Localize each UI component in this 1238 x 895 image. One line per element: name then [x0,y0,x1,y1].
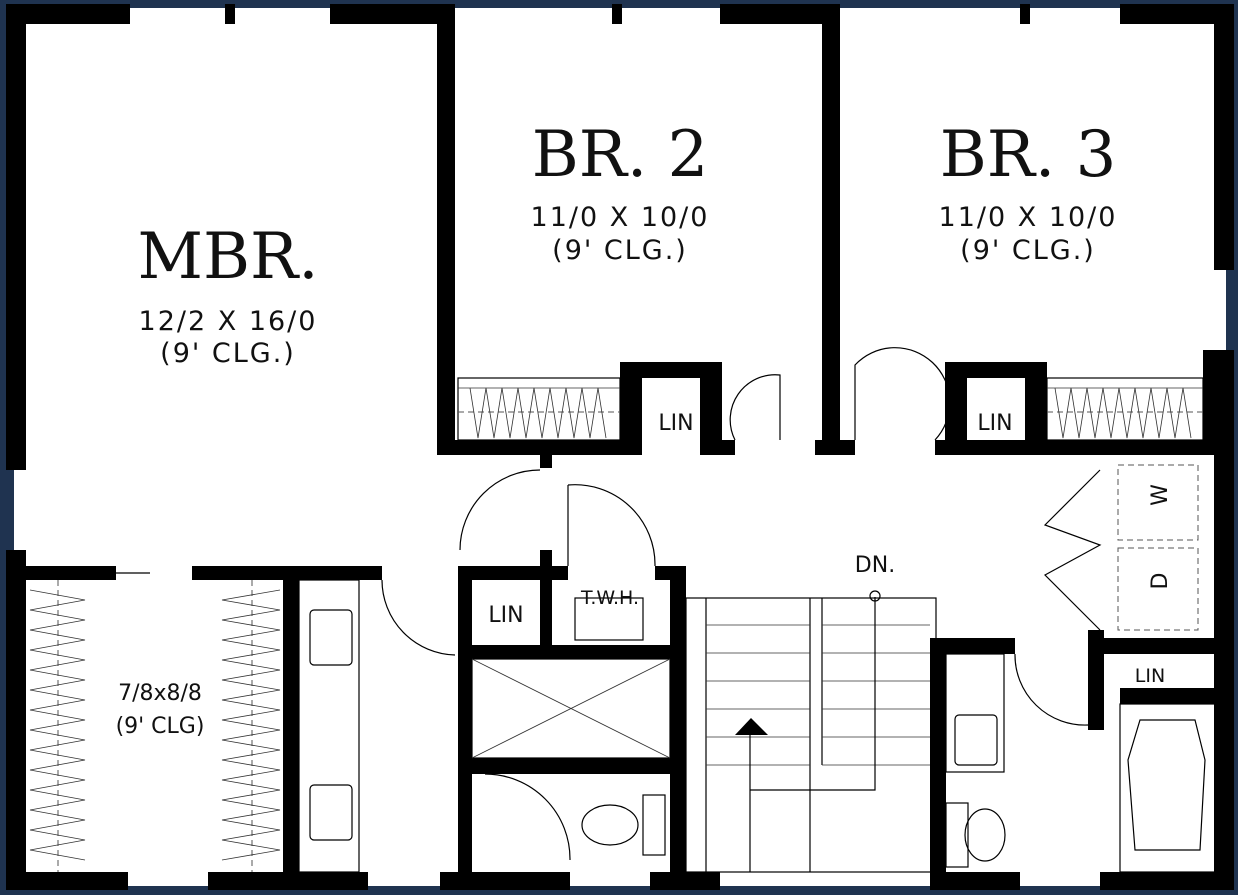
room-mbr: MBR. 12/2 X 16/0 (9' CLG.) [137,220,318,369]
room-closet: 7/8x8/8 (9' CLG) [116,681,205,739]
room-ceiling: (9' CLG.) [960,235,1096,266]
shower [471,658,671,759]
room-size: 11/0 X 10/0 [531,202,710,233]
dryer [1117,547,1199,631]
sink-icon [309,609,353,666]
toilet-icon [581,804,639,846]
stairs [685,590,937,873]
closet-br2 [457,377,621,441]
bathtub [1119,703,1216,873]
toilet-icon [964,808,1006,862]
room-name: BR. 3 [940,118,1117,192]
room-br3: BR. 3 11/0 X 10/0 (9' CLG.) [939,118,1118,266]
label-stairs-down: DN. [855,553,895,578]
label-twh: T.W.H. [580,587,639,609]
room-ceiling: (9' CLG) [116,714,205,739]
room-br2: BR. 2 11/0 X 10/0 (9' CLG.) [531,118,710,266]
room-size: 12/2 X 16/0 [139,306,318,337]
room-name: MBR. [137,220,318,294]
sink-icon [309,784,353,841]
label-lin-bath: LIN [1135,665,1165,687]
walls [6,4,1234,890]
label-washer: W [1148,484,1173,506]
washer [1117,464,1199,541]
doors [381,347,1102,861]
closet-br3 [1046,377,1204,441]
room-ceiling: (9' CLG.) [160,338,296,369]
room-size: 11/0 X 10/0 [939,202,1118,233]
fixtures [298,464,1216,873]
label-dryer: D [1148,573,1173,590]
label-lin-br2: LIN [658,411,693,436]
closet-master [29,572,281,872]
room-name: BR. 2 [532,118,709,192]
arrow-up-icon [735,718,768,735]
room-size: 7/8x8/8 [118,681,202,706]
label-lin-br3: LIN [977,411,1012,436]
sink-icon [954,714,998,766]
label-lin-hall: LIN [488,603,523,628]
room-ceiling: (9' CLG.) [552,235,688,266]
